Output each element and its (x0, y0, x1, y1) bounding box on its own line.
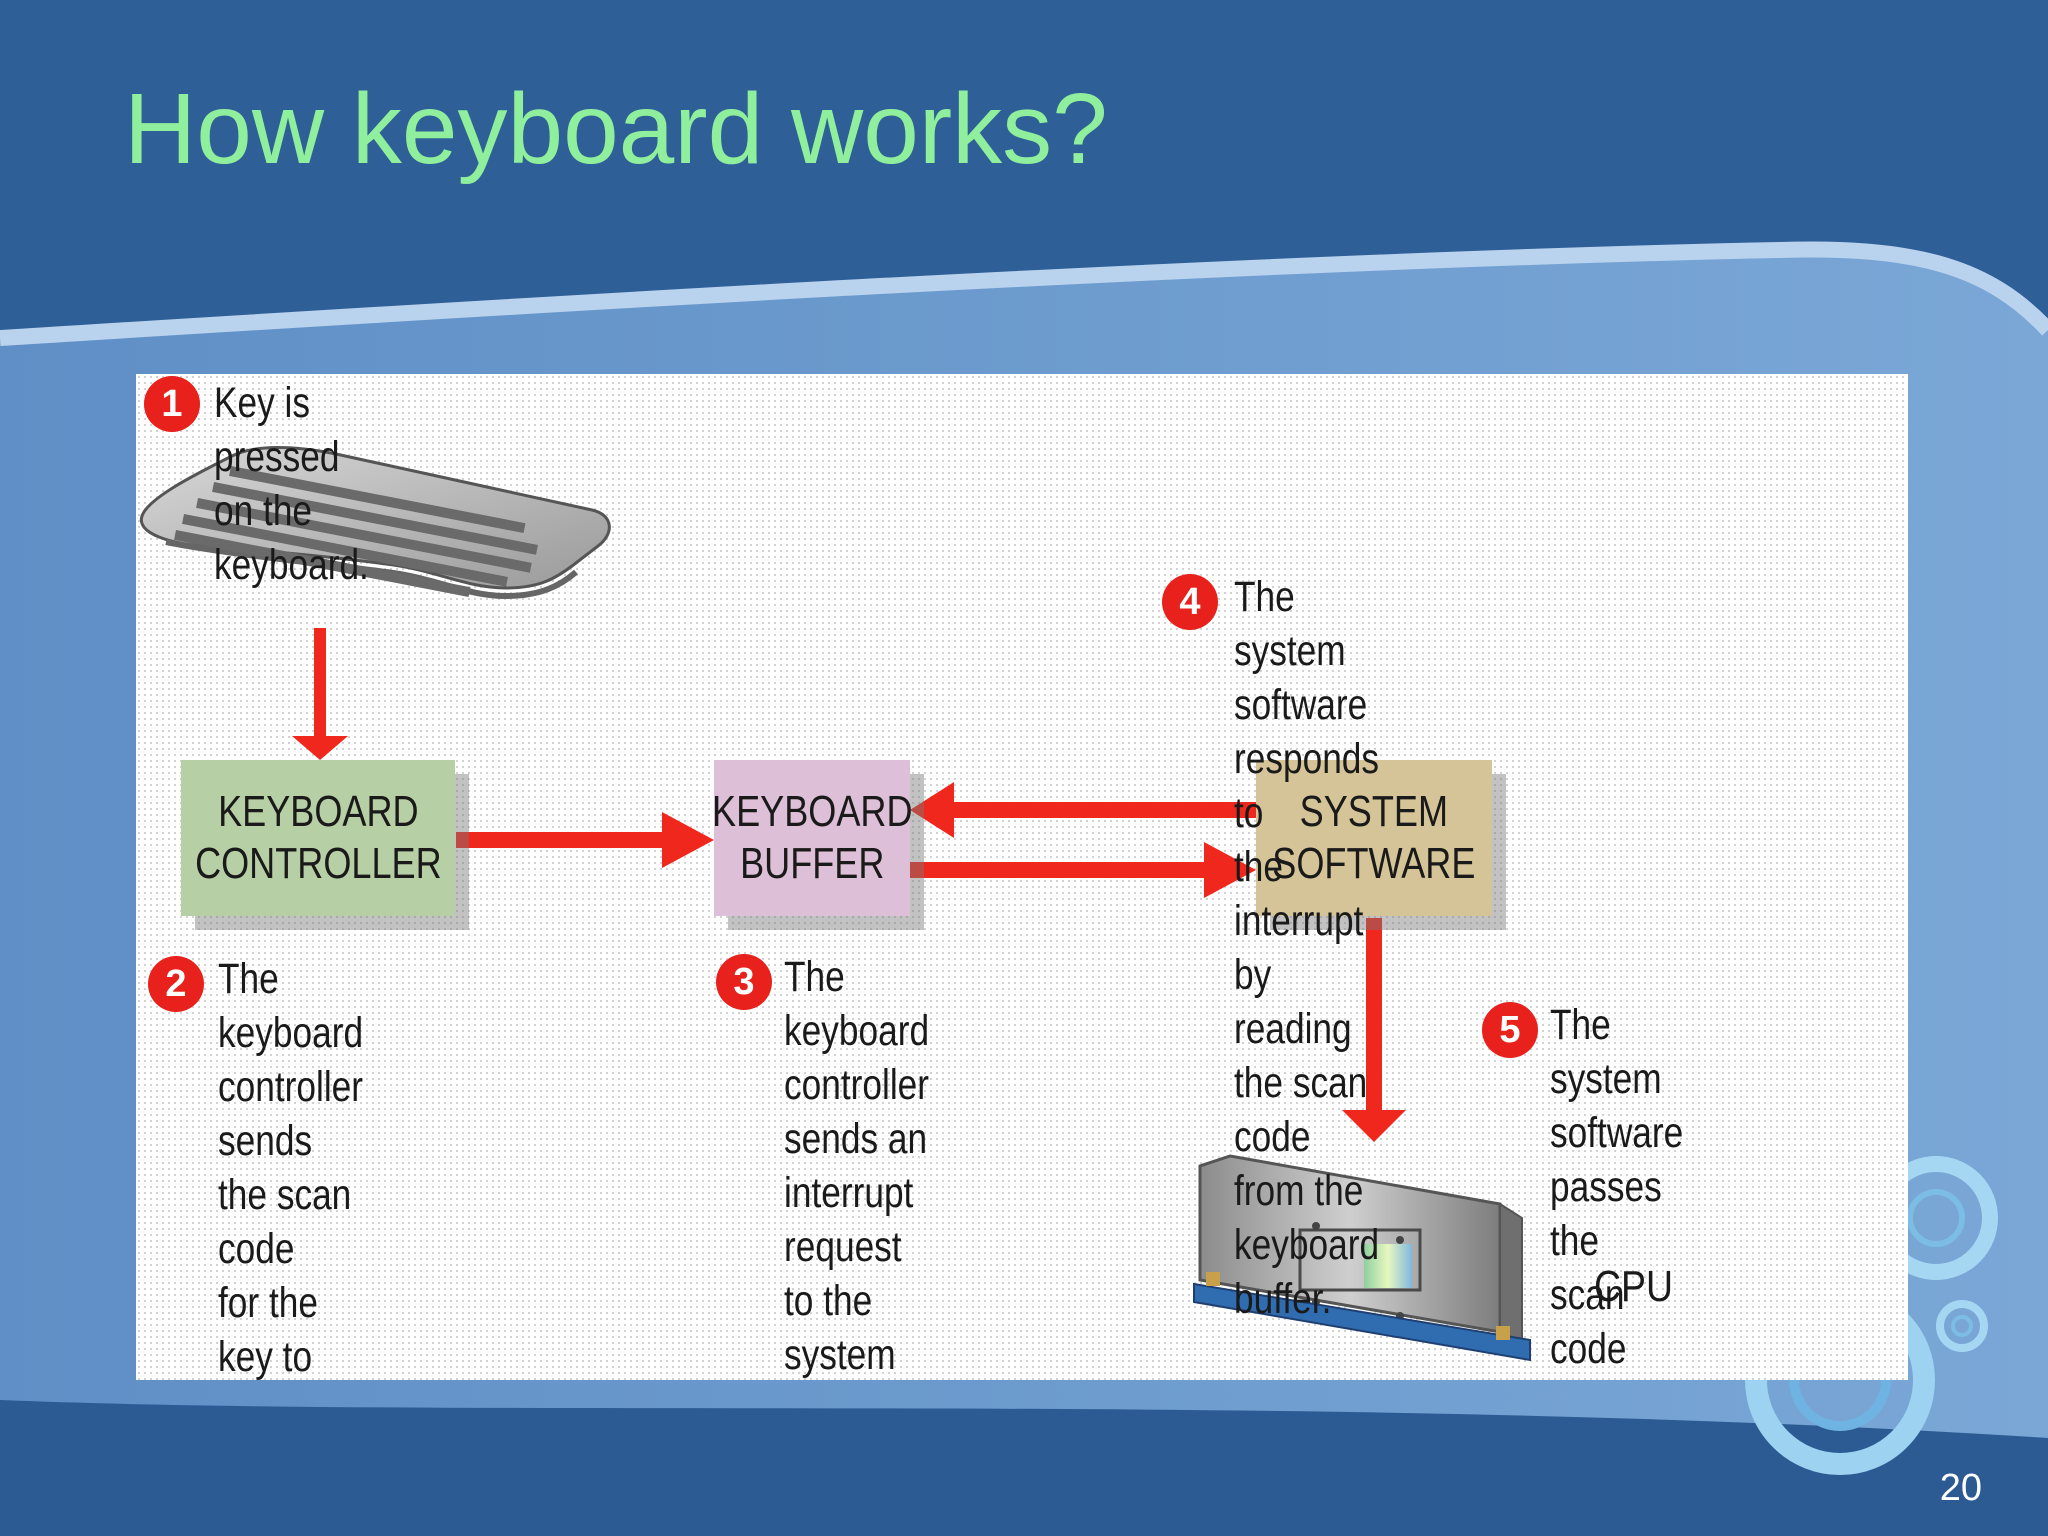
step-2-badge: 2 (148, 956, 204, 1012)
arrow-system-to-cpu (1342, 918, 1406, 1142)
step-5-badge: 5 (1482, 1002, 1538, 1058)
step-5-text: The system software passes the scan code… (1550, 1001, 1684, 1380)
system-software-label: SYSTEM SOFTWARE (1272, 787, 1476, 888)
page-number: 20 (1939, 1467, 1982, 1509)
keyboard-controller-label: KEYBOARD CONTROLLER (194, 787, 442, 888)
diagram-panel: KEYBOARD CONTROLLER KEYBOARD BUFFER SYST… (136, 374, 1908, 1380)
arrow-keyboard-to-controller (292, 628, 348, 760)
arrow-buffer-to-system (910, 842, 1256, 898)
slide-title: How keyboard works? (124, 73, 1108, 185)
keyboard-buffer-box: KEYBOARD BUFFER (711, 760, 913, 916)
step-3-text: The keyboard controller sends an interru… (784, 953, 930, 1379)
step-4-text: The system software responds to the inte… (1234, 573, 1380, 1323)
arrow-controller-to-buffer (456, 812, 714, 868)
step-1-badge: 1 (144, 376, 200, 432)
arrow-system-to-buffer (910, 782, 1256, 838)
keyboard-buffer-label: KEYBOARD BUFFER (711, 787, 913, 888)
step-4-badge: 4 (1162, 574, 1218, 630)
cpu-label: CPU (1594, 1262, 1673, 1311)
system-software-box: SYSTEM SOFTWARE (1256, 760, 1492, 916)
step-2-text: The keyboard controller sends the scan c… (218, 955, 364, 1380)
keyboard-controller-box: KEYBOARD CONTROLLER (181, 760, 455, 916)
step-3-badge: 3 (716, 954, 772, 1010)
keyboard-illustration (139, 446, 611, 600)
step-1-text: Key is pressed on the keyboard. (214, 379, 369, 589)
diagram-graphics (139, 446, 1531, 1362)
cpu-illustration (1193, 1154, 1531, 1362)
